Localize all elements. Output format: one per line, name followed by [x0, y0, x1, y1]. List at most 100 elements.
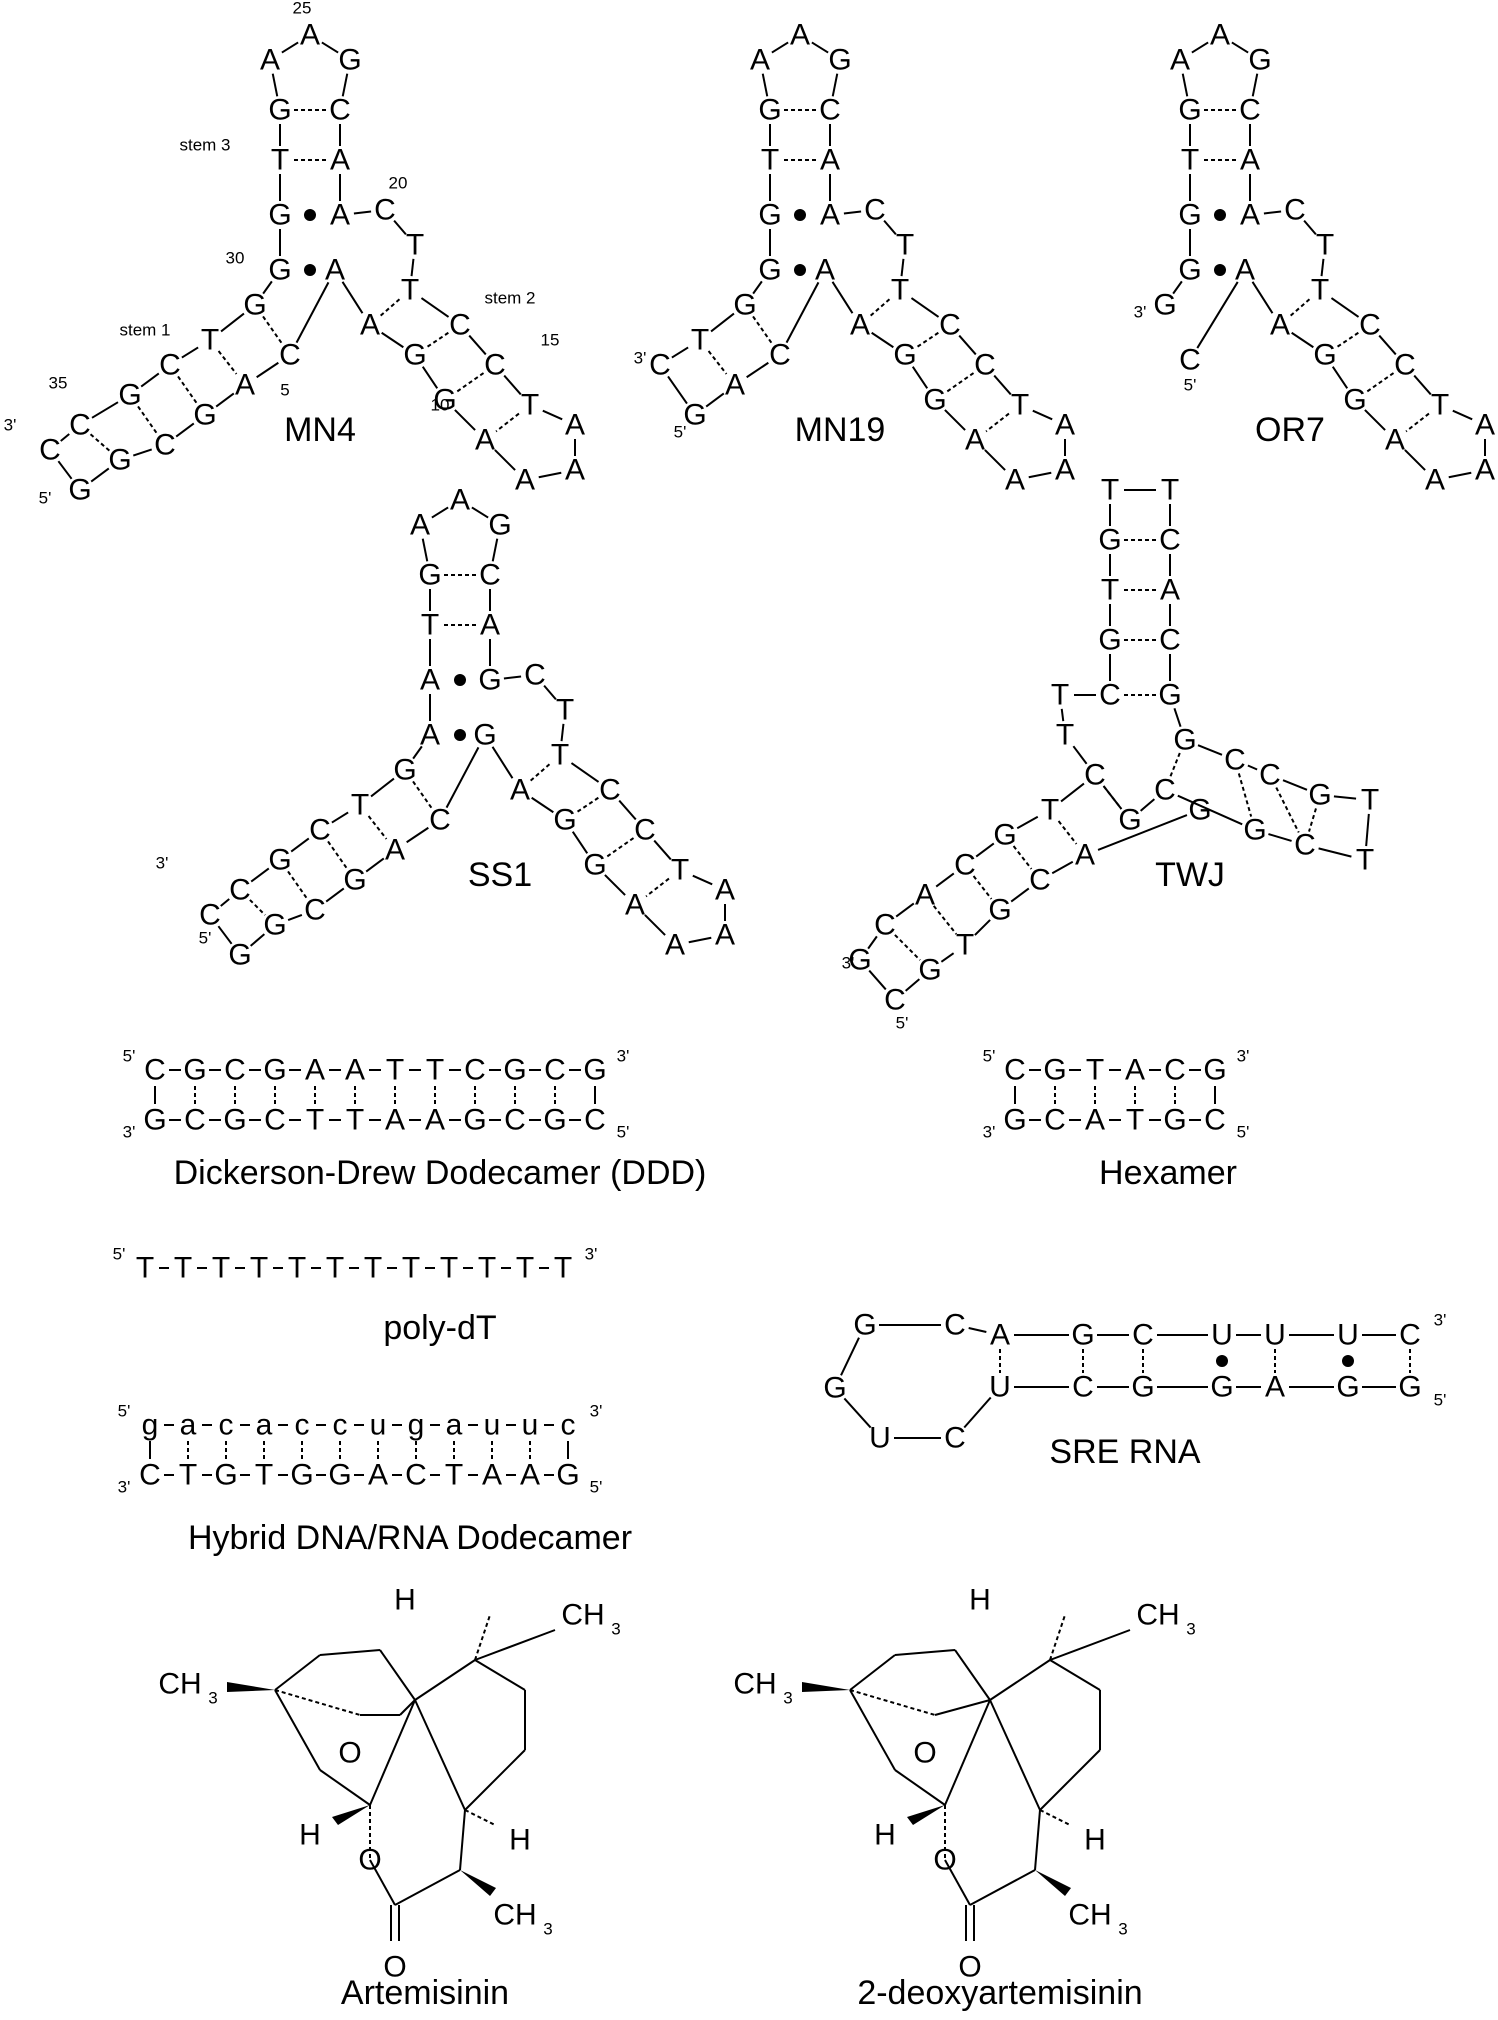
nucleotide: T	[1011, 389, 1029, 422]
nucleotide: T	[179, 1459, 197, 1492]
nucleotide: C	[1394, 349, 1416, 382]
backbone-bond	[381, 331, 404, 349]
backbone-bond	[491, 538, 499, 562]
nucleotide: g	[142, 1409, 159, 1442]
nucleotide: U	[1337, 1319, 1359, 1352]
chemical-bond	[414, 1699, 466, 1811]
nucleotide: G	[1178, 199, 1201, 232]
nucleotide: T	[306, 1104, 324, 1137]
backbone-bond	[1365, 813, 1370, 847]
nucleotide: C	[1084, 759, 1106, 792]
nucleotide: G	[290, 1459, 313, 1492]
backbone-bond	[984, 449, 1006, 471]
nucleotide: A	[1125, 1054, 1145, 1087]
backbone-bond	[1247, 764, 1258, 771]
backbone-bond	[968, 1327, 987, 1333]
nucleotide: T	[201, 324, 219, 357]
backbone-bond	[132, 448, 153, 457]
backbone-bond	[963, 1396, 992, 1429]
nucleotide: A	[425, 1104, 445, 1137]
nucleotide: A	[520, 1459, 540, 1492]
backbone-bond	[840, 1337, 860, 1376]
base-pair-bond	[1336, 331, 1359, 349]
backbone-bond	[365, 857, 385, 873]
methyl-subscript: 3	[783, 1689, 792, 1708]
backbone-bond	[331, 811, 349, 824]
non-canonical-pair-dot	[794, 264, 806, 276]
backbone-bond	[618, 799, 637, 821]
base-pair-bond	[327, 840, 348, 870]
nucleotide: T	[691, 324, 709, 357]
carbonyl-oxygen: O	[383, 1951, 406, 1984]
backbone-bond	[421, 366, 439, 389]
backbone-bond	[843, 210, 862, 215]
backbone-bond	[974, 919, 991, 936]
nucleotide: G	[338, 44, 361, 77]
nucleotide: T	[1356, 844, 1374, 877]
three-prime-label: 3'	[4, 416, 17, 435]
nucleotide: G	[268, 199, 291, 232]
backbone-bond	[688, 936, 712, 944]
base-pair-bond	[1275, 787, 1300, 833]
nucleotide: C	[1259, 759, 1281, 792]
nucleotide: C	[939, 309, 961, 342]
nucleotide: A	[1170, 44, 1190, 77]
nucleotide: C	[484, 349, 506, 382]
backbone-bond	[785, 281, 820, 344]
backbone-bond	[746, 361, 769, 379]
nucleotide: u	[484, 1409, 501, 1442]
chemical-bond	[474, 1614, 491, 1661]
base-pair-bond	[379, 298, 401, 317]
backbone-bond	[341, 281, 364, 314]
nucleotide: A	[235, 369, 255, 402]
backbone-bond	[468, 334, 487, 356]
nucleotide: G	[758, 94, 781, 127]
backbone-bond	[1172, 280, 1183, 295]
nucleotide: T	[445, 1459, 463, 1492]
nucleotide: T	[346, 1104, 364, 1137]
nucleotide: T	[551, 739, 569, 772]
chemical-bond	[944, 1699, 991, 1806]
three-prime-label: 3'	[1237, 1047, 1250, 1066]
nucleotide: T	[671, 854, 689, 887]
non-canonical-pair-dot	[1214, 264, 1226, 276]
nucleotide: A	[385, 834, 405, 867]
backbone-bond	[1173, 707, 1182, 728]
nucleotide: T	[1311, 274, 1329, 307]
backbone-bond	[904, 978, 921, 992]
base-pair-bond	[455, 372, 485, 393]
nucleotide: T	[1041, 794, 1059, 827]
non-canonical-pair-dot	[454, 674, 466, 686]
duplex-label: Dickerson-Drew Dodecamer (DDD)	[174, 1154, 707, 1192]
base-pair-bond	[89, 433, 111, 452]
nucleotide: A	[368, 1459, 388, 1492]
nucleotide: G	[758, 199, 781, 232]
chemical-bond	[989, 1699, 1041, 1811]
nucleotide: G	[583, 849, 606, 882]
nucleotide: G	[1203, 1054, 1226, 1087]
nucleotide: T	[401, 274, 419, 307]
nucleotide: A	[482, 1459, 502, 1492]
nucleotide: U	[1264, 1319, 1286, 1352]
nucleotide: T	[440, 1252, 458, 1285]
backbone-bond	[215, 392, 235, 408]
chemical-bond	[894, 1649, 956, 1656]
duplex-label: Hybrid DNA/RNA Dodecamer	[188, 1519, 632, 1557]
nucleotide: C	[884, 984, 906, 1017]
nucleotide: C	[184, 1104, 206, 1137]
nucleotide: C	[304, 894, 326, 927]
three-prime-label: 3'	[123, 1123, 136, 1142]
nucleotide: G	[223, 1104, 246, 1137]
nucleotide: C	[1044, 1104, 1066, 1137]
chemical-bond	[849, 1689, 936, 1716]
structure-label-ss1: SS1	[468, 856, 532, 894]
h-atom: H	[874, 1819, 896, 1852]
base-pair-bond	[217, 350, 238, 375]
backbone-bond	[771, 41, 789, 54]
nucleotide: C	[504, 1104, 526, 1137]
nucleotide: T	[521, 389, 539, 422]
backbone-bond	[975, 842, 995, 858]
chemical-bond	[1049, 1659, 1101, 1691]
